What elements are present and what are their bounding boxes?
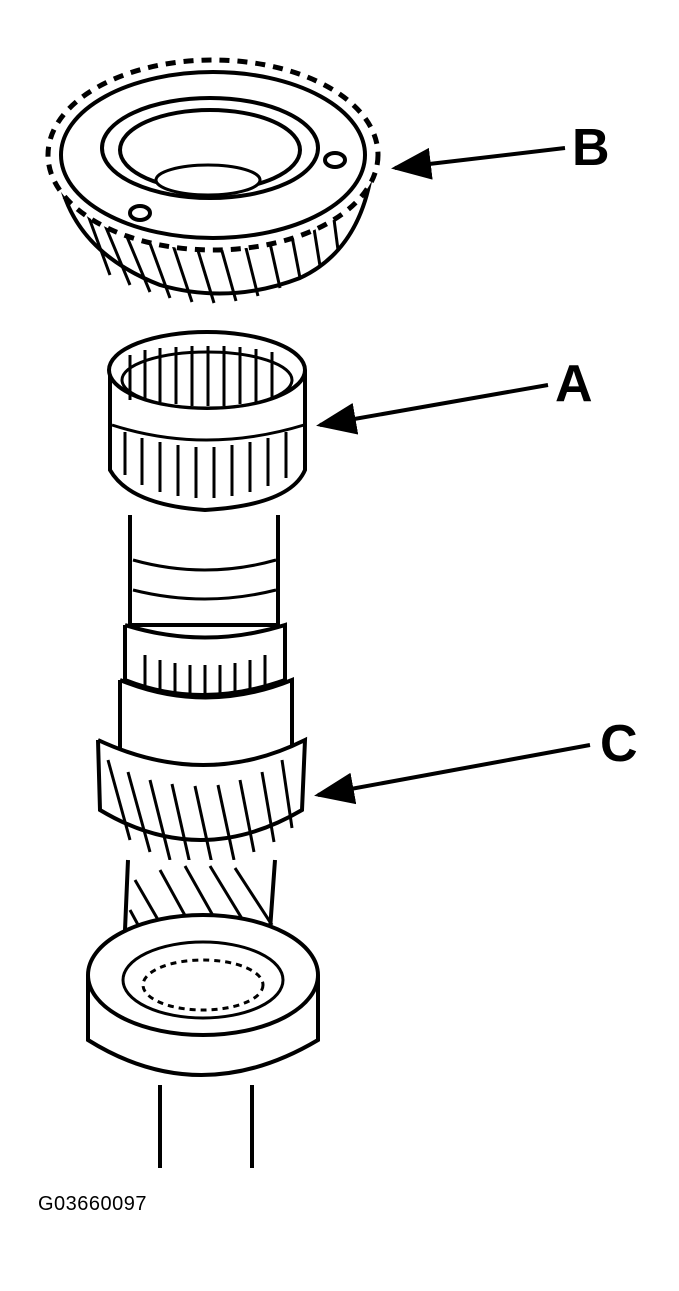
gear-b	[45, 57, 381, 304]
callout-arrows	[314, 146, 591, 805]
callout-label-c: C	[600, 715, 638, 773]
shaft	[118, 515, 294, 785]
callout-label-a: A	[555, 355, 593, 413]
arrow-c	[314, 743, 591, 805]
figure-id: G03660097	[38, 1193, 148, 1215]
arrow-b	[391, 146, 566, 180]
lower-bearing	[86, 913, 320, 1168]
needle-bearing-a	[107, 330, 307, 513]
arrow-a	[316, 383, 549, 435]
callout-label-b: B	[572, 119, 610, 177]
